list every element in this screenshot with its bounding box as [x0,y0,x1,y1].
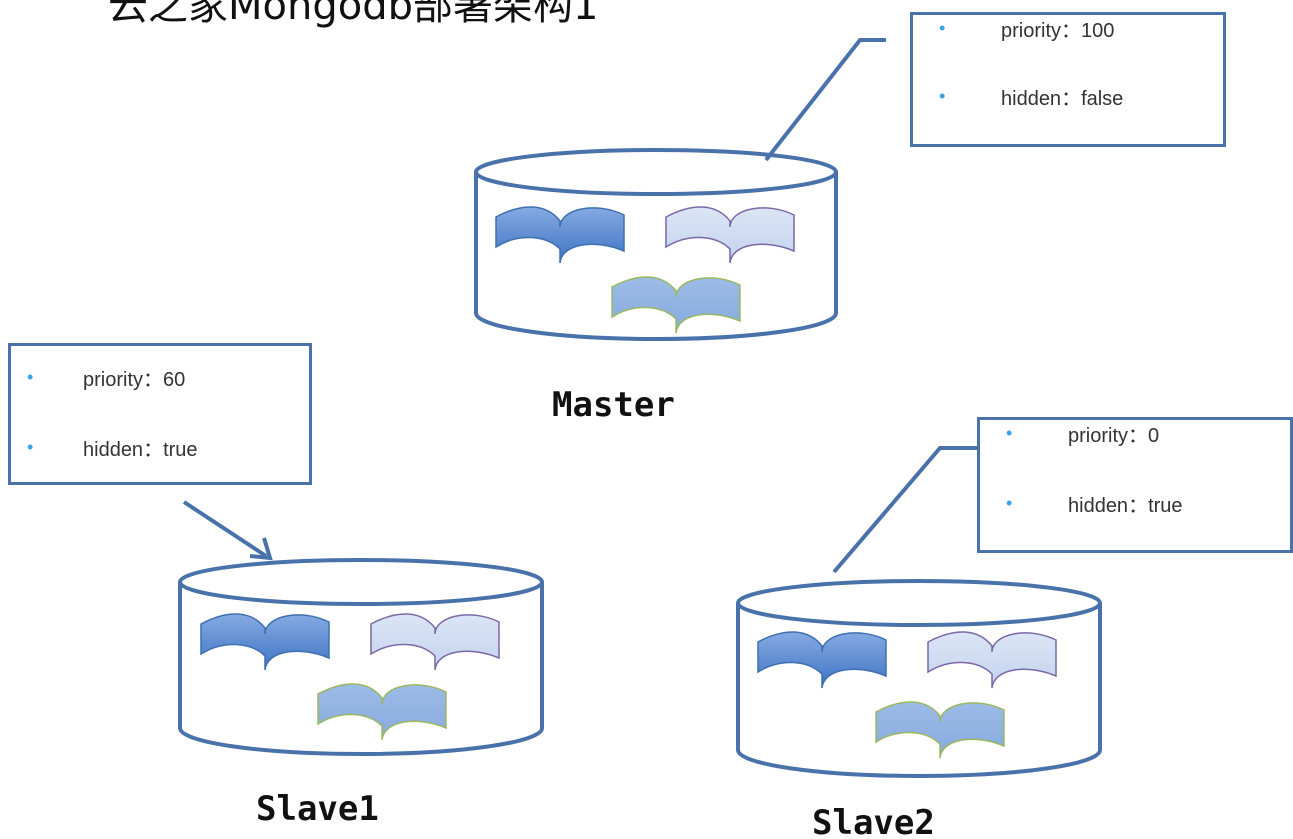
slave1-database-cylinder [178,558,544,756]
config-key: hidden [1068,495,1129,517]
config-item: • priority：100 [939,19,1115,42]
config-key: hidden [1001,88,1062,110]
slave1-label: Slave1 [256,789,379,829]
config-sep: ： [1061,20,1082,42]
config-value: true [1148,495,1183,517]
master-config-box: • priority：100 • hidden：false [910,12,1226,147]
slave2-database-cylinder [736,579,1102,778]
config-sep: ： [1128,425,1149,447]
config-value: true [163,439,198,461]
bullet-icon: • [939,86,946,106]
bullet-icon: • [1006,493,1013,513]
slave1-config-box: • priority：60 • hidden：true [8,343,312,485]
bullet-icon: • [1006,423,1013,443]
diagram-title: 云之家Mongodb部署架构1 [108,0,599,29]
config-key: hidden [83,439,144,461]
config-sep: ： [143,369,164,391]
config-key: priority [1001,20,1062,42]
master-label: Master [552,385,675,425]
config-key: priority [83,369,144,391]
bullet-icon: • [27,437,34,457]
bullet-icon: • [27,367,34,387]
slave2-config-box: • priority：0 • hidden：true [977,417,1293,553]
master-callout-connector [764,38,886,162]
bullet-icon: • [939,18,946,38]
slave2-callout-connector [832,446,978,574]
config-item: • hidden：false [939,87,1124,110]
config-item: • hidden：true [1006,494,1183,517]
config-sep: ： [1128,495,1149,517]
config-item: • hidden：true [27,438,198,461]
config-sep: ： [1061,88,1082,110]
config-value: 100 [1081,20,1115,42]
config-value: 60 [163,369,186,391]
config-key: priority [1068,425,1129,447]
config-sep: ： [143,439,164,461]
master-database-cylinder [474,148,838,341]
slave2-label: Slave2 [812,803,935,839]
config-value: 0 [1148,425,1160,447]
config-value: false [1081,88,1124,110]
config-item: • priority：0 [1006,424,1160,447]
config-item: • priority：60 [27,368,186,391]
slave1-callout-arrow [182,500,273,561]
